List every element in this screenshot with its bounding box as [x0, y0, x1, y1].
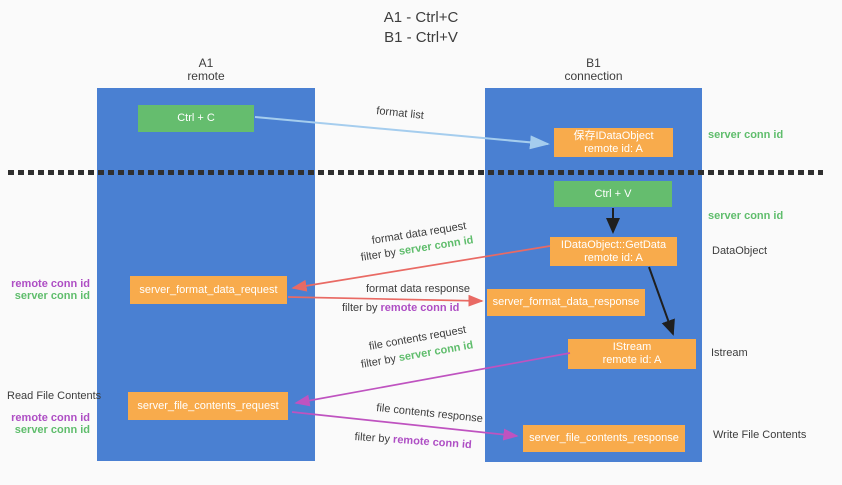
node-save-idataobject-line1: 保存IDataObject — [573, 129, 654, 142]
file-contents-response-text: file contents response — [375, 402, 484, 426]
node-ctrl-c: Ctrl + C — [138, 105, 254, 132]
node-idataobject-getdata-line2: remote id: A — [584, 251, 643, 264]
arrow-label-filter-format-response: filter by remote conn id — [342, 302, 459, 314]
lane-header-b1: B1 connection — [485, 57, 702, 83]
diagram-title: A1 - Ctrl+C B1 - Ctrl+V — [0, 8, 842, 48]
remote-conn-id-text: remote conn id — [380, 302, 460, 314]
annotation-istream: Istream — [711, 347, 748, 359]
node-istream: IStream remote id: A — [568, 339, 696, 369]
node-server-file-contents-request-label: server_file_contents_request — [137, 399, 279, 412]
title-line-1: A1 - Ctrl+C — [383, 9, 459, 26]
annotation-remote-conn-id-bottom-left: remote conn id — [11, 412, 90, 424]
remote-conn-id-text: remote conn id — [392, 433, 473, 452]
format-data-response-text: format data response — [366, 283, 470, 295]
node-ctrl-c-label: Ctrl + C — [177, 112, 215, 124]
filter-by-text: filter by — [360, 246, 397, 264]
filter-by-text: filter by — [342, 302, 378, 314]
node-istream-line1: IStream — [612, 341, 652, 353]
annotation-write-file-contents: Write File Contents — [713, 429, 807, 441]
filter-by-text: filter by — [360, 352, 398, 371]
arrow-label-file-contents-response: file contents response — [376, 402, 484, 425]
node-server-file-contents-request: server_file_contents_request — [128, 392, 288, 420]
lane-a1-subtitle: remote — [187, 69, 225, 83]
title-line-2: B1 - Ctrl+V — [384, 29, 458, 46]
annotation-server-conn-id-mid: server conn id — [708, 210, 784, 222]
annotation-read-file-contents: Read File Contents — [7, 390, 102, 402]
annotation-server-conn-id-mid-left: server conn id — [14, 290, 90, 302]
arrow-label-format-list: format list — [376, 105, 425, 122]
filter-by-text: filter by — [354, 431, 391, 446]
node-server-format-data-request: server_format_data_request — [130, 276, 287, 304]
node-idataobject-getdata-line1: IDataObject::GetData — [560, 238, 667, 251]
annotation-remote-conn-id-mid-left: remote conn id — [11, 278, 90, 290]
annotation-conn-ids-bottom-left: remote conn id server conn id — [0, 412, 90, 436]
node-ctrl-v-label: Ctrl + V — [594, 187, 632, 200]
lane-a1-name: A1 — [198, 56, 214, 70]
annotation-conn-ids-mid-left: remote conn id server conn id — [0, 278, 90, 302]
node-server-file-contents-response-label: server_file_contents_response — [529, 432, 679, 444]
session-divider-dotted-line — [8, 170, 823, 175]
node-server-format-data-response-label: server_format_data_response — [492, 296, 640, 308]
annotation-server-conn-id-top: server conn id — [708, 129, 784, 141]
node-server-format-data-request-label: server_format_data_request — [139, 283, 278, 296]
format-list-text: format list — [375, 105, 425, 122]
lane-b1-subtitle: connection — [564, 69, 623, 83]
annotation-dataobject: DataObject — [712, 245, 768, 257]
arrow-label-format-data-response: format data response — [366, 283, 470, 295]
annotation-server-conn-id-bottom-left: server conn id — [14, 424, 90, 436]
lane-header-a1: A1 remote — [97, 57, 315, 83]
node-save-idataobject-line2: remote id: A — [584, 142, 643, 155]
arrow-format-request-to-response — [287, 294, 484, 307]
arrow-label-filter-file-response: filter by remote conn id — [354, 431, 472, 451]
node-save-idataobject: 保存IDataObject remote id: A — [554, 128, 673, 157]
lane-b1-name: B1 — [586, 56, 601, 70]
node-server-file-contents-response: server_file_contents_response — [523, 425, 685, 452]
node-idataobject-getdata: IDataObject::GetData remote id: A — [550, 237, 677, 266]
node-server-format-data-response: server_format_data_response — [487, 289, 645, 316]
node-istream-line2: remote id: A — [602, 354, 662, 366]
node-ctrl-v: Ctrl + V — [554, 181, 672, 207]
